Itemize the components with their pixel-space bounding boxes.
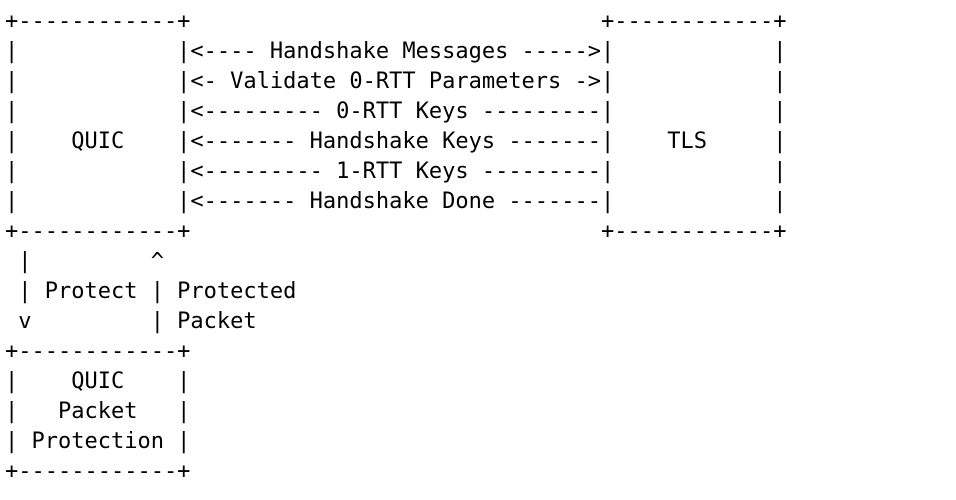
handshake-messages-line: | |<---- Handshake Messages ----->| | [5, 39, 787, 64]
validate-0rtt-parameters-line: | |<- Validate 0-RTT Parameters ->| | [5, 69, 787, 94]
quic-tls-interaction-diagram: +------------+ +------------+ | |<---- H… [5, 7, 786, 487]
protect-arrows-line: | ^ [5, 249, 164, 274]
packet-protection-box-protection-line: | Protection | [5, 429, 191, 454]
packet-protection-box-quic-line: | QUIC | [5, 369, 191, 394]
handshake-keys-line: | QUIC |<------- Handshake Keys -------|… [5, 129, 787, 154]
0rtt-keys-line: | |<--------- 0-RTT Keys ---------| | [5, 99, 787, 124]
packet-protection-box-packet-line: | Packet | [5, 399, 191, 424]
quic-box-top-border: +------------+ +------------+ [5, 9, 787, 34]
packet-protection-box-bottom-border: +------------+ [5, 459, 191, 484]
packet-label-line: v | Packet [5, 309, 257, 334]
packet-protection-box-top-border: +------------+ [5, 339, 191, 364]
handshake-done-line: | |<------- Handshake Done -------| | [5, 189, 787, 214]
1rtt-keys-line: | |<--------- 1-RTT Keys ---------| | [5, 159, 787, 184]
quic-tls-box-bottom-border: +------------+ +------------+ [5, 219, 787, 244]
protect-label-line: | Protect | Protected [5, 279, 297, 304]
